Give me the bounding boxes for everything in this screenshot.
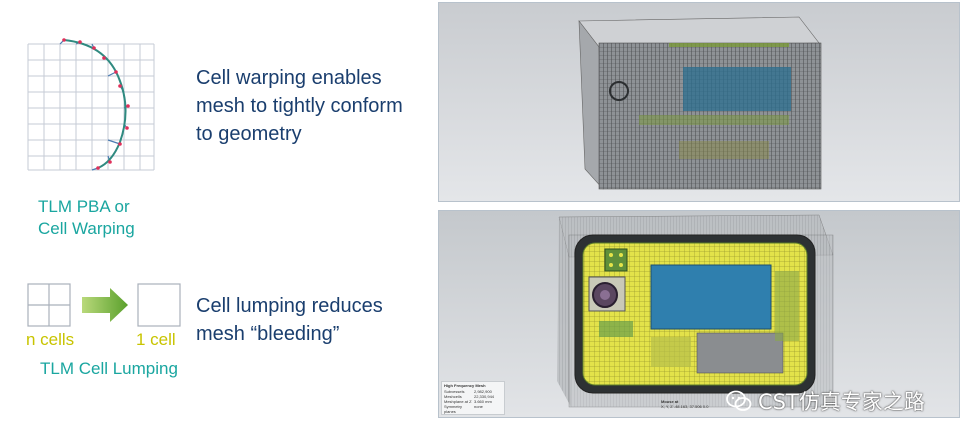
mesh-info-key: Meshplane at Z [444, 399, 472, 404]
warping-description-line-1: Cell warping enables [196, 67, 382, 89]
mesh-info-value: 22,330,944 [474, 394, 495, 399]
cell-warping-diagram [27, 38, 155, 171]
warping-description: Cell warping enables mesh to tightly con… [196, 64, 403, 148]
n-cells-label: n cells [26, 330, 75, 349]
mesh-info-box: High Frequency Mesh Subvessels 2,982,900… [441, 381, 505, 415]
mesh-info-title: High Frequency Mesh [444, 383, 486, 388]
lumping-description-line-1: Cell lumping reduces [196, 295, 383, 317]
watermark-text: CST仿真专家之路 [758, 390, 925, 414]
mouse-position-readout: Mouse at X, Y, Z -48.163, 37.506 0.0 [661, 399, 708, 409]
warping-description-line-2: mesh to tightly conform [196, 95, 403, 117]
warping-label-line-1: TLM PBA or [38, 197, 130, 216]
right-arrow-icon [82, 288, 128, 322]
mouse-position-title: Mouse at [661, 399, 679, 404]
warping-description-line-3: to geometry [196, 123, 302, 145]
mesh-info-key: Subvessels [444, 389, 465, 394]
one-cell-label: 1 cell [136, 330, 176, 349]
mesh-info-value: 2,982,900 [474, 389, 492, 394]
warping-label-line-2: Cell Warping [38, 219, 135, 238]
mesh-info-key: Symmetry planes [444, 404, 462, 414]
mesh-info-row: Subvessels 2,982,900 [442, 389, 504, 394]
mesh-render-bottom: High Frequency Mesh Subvessels 2,982,900… [438, 210, 960, 418]
mesh-info-row: Meshplane at Z 3.660 mm [442, 399, 504, 404]
lumping-label: TLM Cell Lumping [40, 359, 178, 378]
cell-lumping-diagram [27, 283, 181, 327]
mesh-info-value: 3.660 mm [474, 399, 492, 404]
mesh-render-bottom-image [557, 214, 834, 408]
mesh-render-top [438, 2, 960, 202]
mesh-info-row: Symmetry planes none [442, 404, 504, 414]
mesh-info-key: Meshcells [444, 394, 462, 399]
wechat-icon [726, 390, 752, 411]
lumping-description-line-2: mesh “bleeding” [196, 323, 340, 345]
mouse-position-value: X, Y, Z -48.163, 37.506 0.0 [661, 404, 709, 409]
mesh-info-value: none [474, 404, 483, 409]
mesh-render-top-image [578, 16, 822, 190]
lumping-description: Cell lumping reduces mesh “bleeding” [196, 292, 383, 348]
mesh-info-row: Meshcells 22,330,944 [442, 394, 504, 399]
watermark: CST仿真专家之路 [726, 386, 925, 416]
warping-label: TLM PBA or Cell Warping [38, 196, 135, 240]
